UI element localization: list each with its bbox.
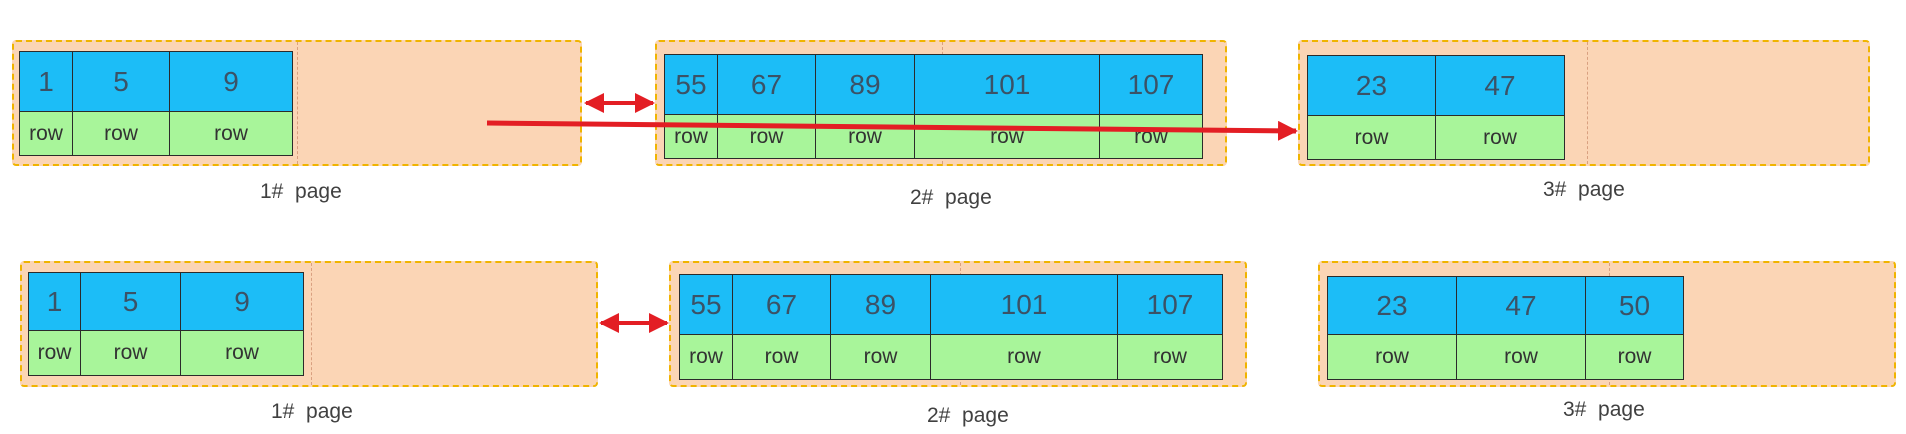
record-key: 55 — [680, 275, 732, 335]
record: 23 row — [1328, 277, 1457, 379]
record-key: 5 — [81, 273, 180, 331]
record-row: row — [718, 115, 815, 158]
record-key: 47 — [1457, 277, 1585, 335]
record-row: row — [81, 331, 180, 375]
record-key: 1 — [29, 273, 80, 331]
record-row: row — [181, 331, 303, 375]
record-row: row — [915, 115, 1099, 158]
record-row: row — [20, 112, 72, 155]
record-key: 23 — [1308, 56, 1435, 116]
record-key: 101 — [915, 55, 1099, 115]
record-key: 1 — [20, 52, 72, 112]
record: 55 row — [680, 275, 733, 379]
record-key: 67 — [733, 275, 830, 335]
top-page-3-records: 23 row 47 row — [1307, 55, 1565, 160]
record-row: row — [831, 335, 930, 379]
bottom-page-3-records: 23 row 47 row 50 row — [1327, 276, 1684, 380]
record: 89 row — [831, 275, 931, 379]
free-space-divider — [1587, 42, 1588, 164]
record-row: row — [816, 115, 914, 158]
record: 47 row — [1436, 56, 1564, 159]
record-key: 23 — [1328, 277, 1456, 335]
record-row: row — [1308, 116, 1435, 159]
record-key: 107 — [1100, 55, 1202, 115]
page-label: 2# page — [927, 404, 1009, 427]
record-row: row — [170, 112, 292, 155]
record-row: row — [29, 331, 80, 375]
record: 67 row — [718, 55, 816, 158]
record: 9 row — [181, 273, 303, 375]
free-space-divider — [297, 42, 298, 164]
bottom-page-1-records: 1 row 5 row 9 row — [28, 272, 304, 376]
record: 67 row — [733, 275, 831, 379]
record: 1 row — [29, 273, 81, 375]
record: 5 row — [73, 52, 170, 155]
record-row: row — [1328, 335, 1456, 379]
record-key: 55 — [665, 55, 717, 115]
record-key: 47 — [1436, 56, 1564, 116]
record-row: row — [680, 335, 732, 379]
record-key: 67 — [718, 55, 815, 115]
record-row: row — [931, 335, 1117, 379]
record: 9 row — [170, 52, 292, 155]
record-key: 9 — [181, 273, 303, 331]
bottom-page-2-records: 55 row 67 row 89 row 101 row 107 row — [679, 274, 1223, 380]
record: 89 row — [816, 55, 915, 158]
record: 5 row — [81, 273, 181, 375]
record: 55 row — [665, 55, 718, 158]
record: 101 row — [915, 55, 1100, 158]
record-key: 50 — [1586, 277, 1683, 335]
page-label: 1# page — [260, 180, 342, 203]
record: 107 row — [1118, 275, 1222, 379]
record-row: row — [1586, 335, 1683, 379]
record-key: 89 — [831, 275, 930, 335]
record-row: row — [733, 335, 830, 379]
page-label: 3# page — [1543, 178, 1625, 201]
record-row: row — [1436, 116, 1564, 159]
record-row: row — [73, 112, 169, 155]
page-label: 1# page — [271, 400, 353, 423]
top-page-1-records: 1 row 5 row 9 row — [19, 51, 293, 156]
page-label: 2# page — [910, 186, 992, 209]
record-key: 89 — [816, 55, 914, 115]
record: 107 row — [1100, 55, 1202, 158]
free-space-divider — [311, 263, 312, 385]
record: 47 row — [1457, 277, 1586, 379]
insert-move-arrow — [486, 120, 1298, 141]
record: 23 row — [1308, 56, 1436, 159]
record-row: row — [665, 115, 717, 158]
record-key: 101 — [931, 275, 1117, 335]
record: 1 row — [20, 52, 73, 155]
page-label: 3# page — [1563, 398, 1645, 421]
top-page-2-records: 55 row 67 row 89 row 101 row 107 row — [664, 54, 1203, 159]
record-key: 107 — [1118, 275, 1222, 335]
record-key: 5 — [73, 52, 169, 112]
record-row: row — [1457, 335, 1585, 379]
record: 50 row — [1586, 277, 1683, 379]
record: 101 row — [931, 275, 1118, 379]
record-row: row — [1118, 335, 1222, 379]
record-key: 9 — [170, 52, 292, 112]
